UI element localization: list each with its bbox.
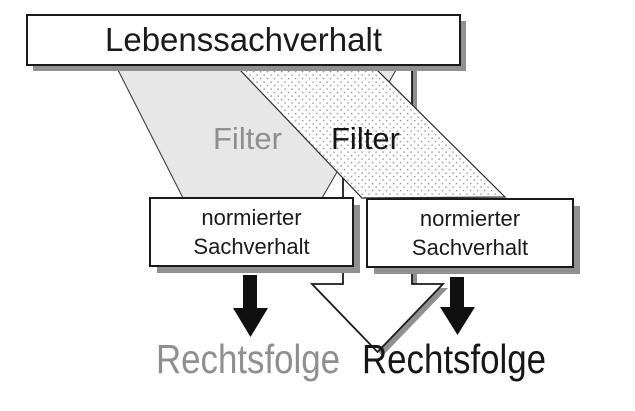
left-result-box-label: normierter Sachverhalt [150, 198, 353, 266]
right-result-line2: Sachverhalt [411, 235, 529, 260]
left-result-line1: normierter [201, 204, 302, 230]
top-box [26, 14, 461, 66]
left-consequence-label: Rechtsfolge [156, 336, 341, 382]
left-result-box [149, 197, 354, 267]
right-result-line1: normierter [419, 205, 521, 231]
right-consequence-label: Rechtsfolge [362, 336, 547, 382]
left-result-line2: Sachverhalt [193, 234, 310, 259]
top-box-label: Lebenssachverhalt [104, 21, 383, 58]
left-funnel-label: Filter [213, 121, 282, 156]
right-result-box [366, 198, 574, 268]
left-down-arrow [233, 275, 268, 337]
right-funnel-label: Filter [331, 121, 400, 156]
right-down-arrow [440, 277, 475, 335]
right-result-box-label: normierter Sachverhalt [367, 199, 573, 267]
